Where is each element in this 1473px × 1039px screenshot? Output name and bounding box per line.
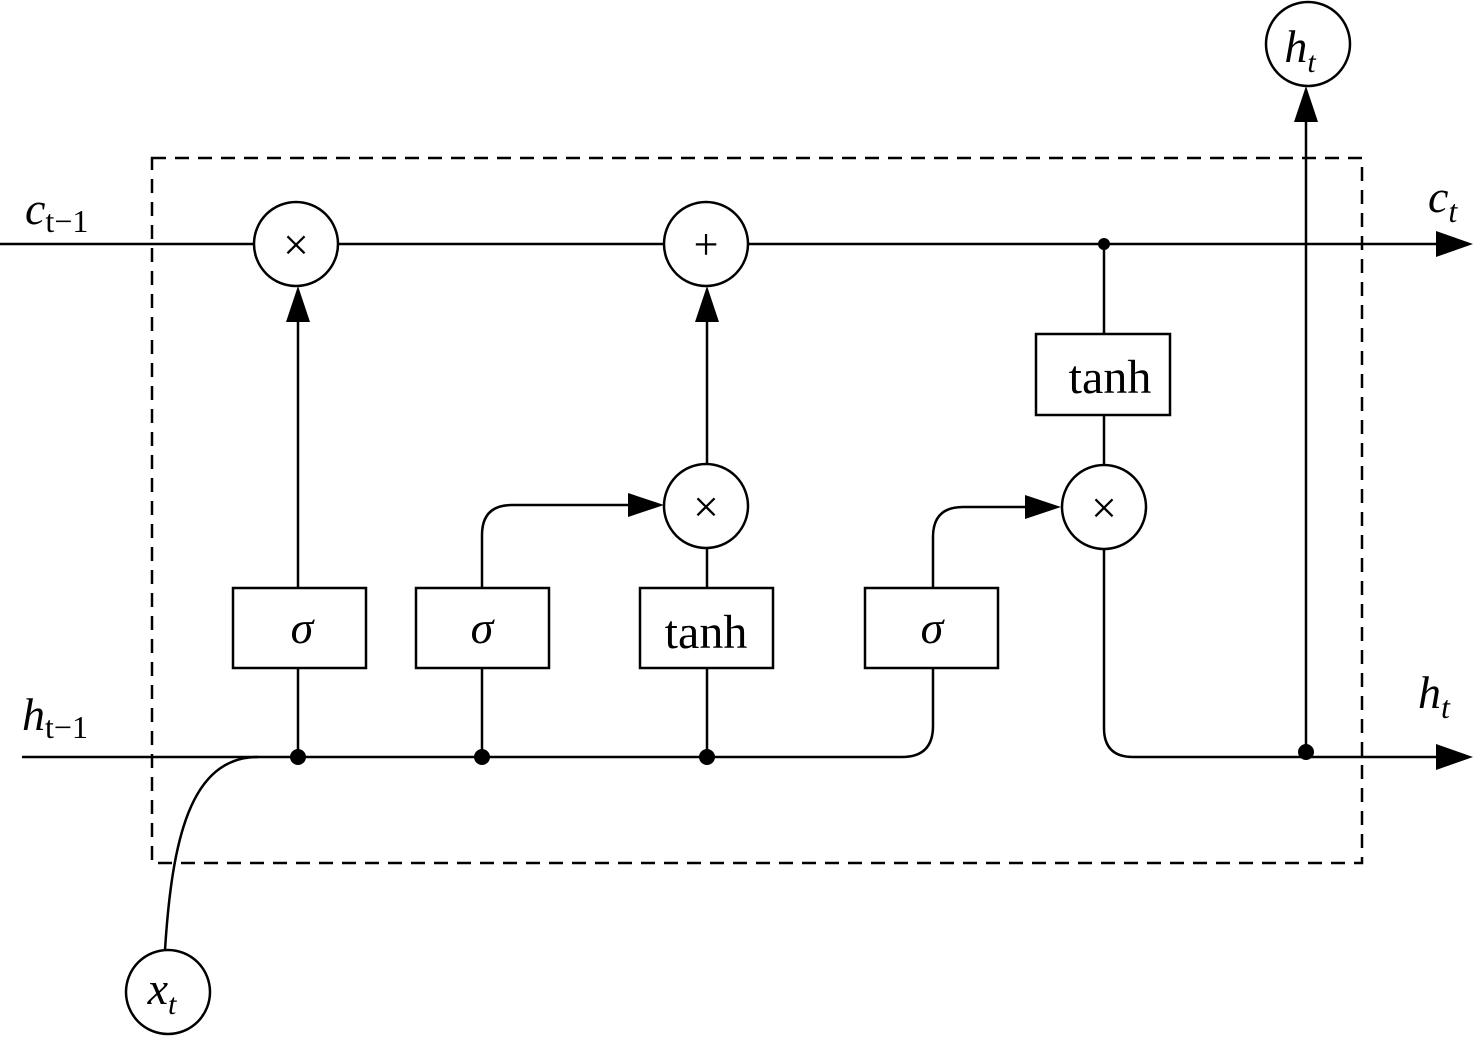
c-prev-label: ct−1 [25, 183, 88, 239]
output-multiply-node: × [1060, 463, 1148, 551]
output-gate-label: σ [921, 602, 946, 653]
cell-tanh-label: tanh [1069, 351, 1152, 404]
input-node: xt [124, 948, 212, 1036]
cell-boundary [150, 156, 1364, 865]
input-product-arrowhead [695, 286, 719, 322]
output-gate: σ [863, 586, 1000, 670]
multiply-icon: × [693, 481, 719, 532]
candidate-gate: tanh [638, 586, 775, 670]
forget-gate: σ [231, 586, 368, 670]
x-label: xt [147, 963, 177, 1021]
candidate-gate-label: tanh [665, 606, 748, 659]
input-line [163, 755, 259, 951]
h-top-label: ht [1284, 21, 1316, 79]
cell-state-arrowhead [1436, 231, 1473, 257]
multiply-icon: × [283, 219, 309, 270]
plus-icon: + [694, 220, 719, 269]
input-multiply-node: × [662, 462, 750, 550]
multiply-icon: × [1091, 482, 1117, 533]
hidden-state-line-in [22, 668, 935, 759]
output-gate-arrowhead [1025, 495, 1061, 519]
input-gate-arrowhead [628, 493, 664, 517]
hidden-state-line-out [1102, 548, 1436, 759]
hidden-output-up-arrowhead [1294, 86, 1318, 122]
input-gate-label: σ [471, 602, 496, 653]
input-gate: σ [414, 586, 551, 670]
forget-gate-arrowhead [286, 286, 310, 322]
input-gate-line [480, 503, 628, 588]
c-next-label: ct [1428, 171, 1458, 229]
hidden-output-node: ht [1264, 0, 1352, 88]
cell-add-node: + [662, 200, 750, 288]
forget-multiply-node: × [252, 200, 340, 288]
h-prev-label: ht−1 [22, 689, 88, 745]
forget-gate-label: σ [291, 602, 316, 653]
cell-tanh-box: tanh [1034, 332, 1172, 417]
output-gate-line [931, 505, 1025, 588]
h-next-label: ht [1418, 667, 1451, 725]
hidden-state-arrowhead [1436, 744, 1473, 770]
